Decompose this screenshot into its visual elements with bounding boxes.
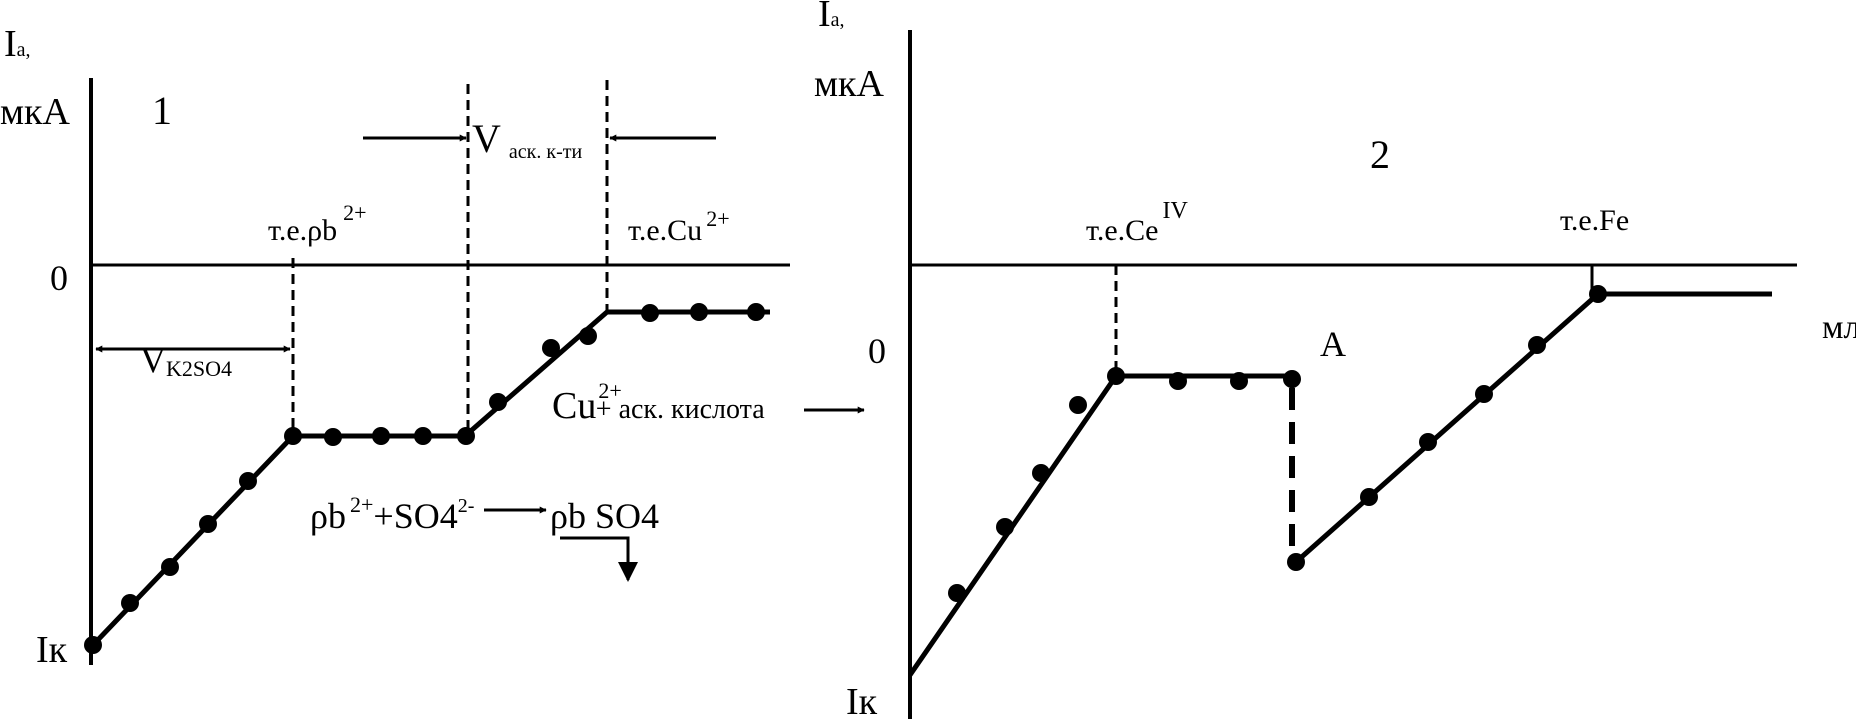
panel1-point [414,427,432,445]
panel2-point [1528,336,1546,354]
panel2-data-points [948,285,1607,602]
panel1-pb-product-label: ρb SO4 [550,496,659,536]
panel1-point [239,472,257,490]
panel2-point [948,584,966,602]
panel1-te-pb-label: т.е.ρb2+ [268,200,367,247]
panel1-point [84,636,102,654]
panel2-point [1107,367,1125,385]
panel1-y-unit: мкА [0,91,71,133]
panel2-point-a-label: A [1320,324,1346,364]
panel1-y-label: Ia, [4,23,31,65]
panel1-point [161,558,179,576]
panel2-point [1069,396,1087,414]
panel2-y-label: Ia, [818,0,845,35]
panel2-point [1360,488,1378,506]
panel1-point [372,427,390,445]
panel2-x-unit: мл [1822,309,1856,346]
panel1-point [690,303,708,321]
panel1-v-k2so4-label: VK2SO4 [140,340,232,381]
panel2-curve-segment-2 [1294,291,1772,564]
panel2-point [1475,385,1493,403]
panel2-point [1032,464,1050,482]
panel2-number: 2 [1370,132,1390,177]
panel1-point [199,515,217,533]
panel1-point [324,428,342,446]
panel1-number: 1 [152,88,172,133]
panel1-data-points [84,303,765,654]
panel1-cu-reaction-label: Cu2++ аск. кислота [552,378,765,427]
panel2-point [1419,433,1437,451]
panel1-zero-label: 0 [50,258,68,298]
panel2-curve-segment-1 [907,373,1295,677]
panel1-point [457,427,475,445]
panel2-zero-label: 0 [868,331,886,371]
panel1-precipitate-arrow [560,536,638,582]
panel1-point [489,393,507,411]
panel2-point [1169,372,1187,390]
panel2-y-unit: мкА [814,63,885,105]
panel2-point [996,518,1014,536]
panel2-ik-label: Iк [846,681,878,719]
panel2-te-fe-label: т.е.Fe [1560,204,1629,237]
panel2-point [1283,370,1301,388]
panel1-ik-label: Iк [36,629,68,671]
panel2-te-ce-label: т.е.CeIV [1086,198,1188,247]
panel1-point [579,327,597,345]
panel1-point [121,594,139,612]
panel2-point [1287,553,1305,571]
panel-2: Ia, мкА 2 0 Iк мл A т.е.CeIV т.е.Fe [814,0,1856,719]
panel1-point [641,304,659,322]
panel2-point [1230,372,1248,390]
panel1-point [542,339,560,357]
panel1-point [747,303,765,321]
